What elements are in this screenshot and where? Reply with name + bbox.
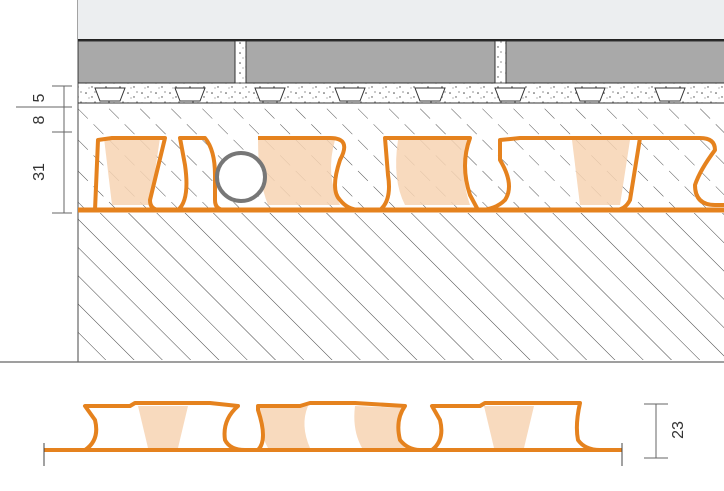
detail-stud-fill [138,406,188,448]
matting-cell [574,87,606,102]
matting-cell [654,87,686,102]
room-surface [78,0,724,40]
heating-membrane-profile [78,136,724,212]
dimension-markers-section [16,85,72,214]
detail-stud-fill [354,406,405,448]
membrane-stud-fills [104,138,630,205]
matting-cell [414,87,446,102]
detail-stud-fill [484,406,534,448]
matting-cell [174,87,206,102]
matting-cell [254,87,286,102]
stud-fill [396,140,470,205]
dim-membrane-cover: 8 [31,115,48,124]
heating-pipe [215,151,267,203]
matting-cell [94,87,126,102]
dim-screed-height: 31 [31,163,48,181]
tile-layer [78,40,724,84]
stud-fill [258,140,340,205]
matting-cell [334,87,366,102]
dimension-markers-detail [644,403,668,459]
subfloor [78,213,724,360]
dim-membrane-height: 23 [670,421,687,439]
stud-fill [104,138,160,205]
dim-tile-bed: 5 [31,93,48,102]
membrane-detail-stud-fills [138,406,534,448]
membrane-detail-profile [70,401,601,452]
stud-fill [572,140,630,205]
detail-stud-fill [259,406,310,448]
matting-cell [494,87,526,102]
adhesive-layer [78,83,724,104]
